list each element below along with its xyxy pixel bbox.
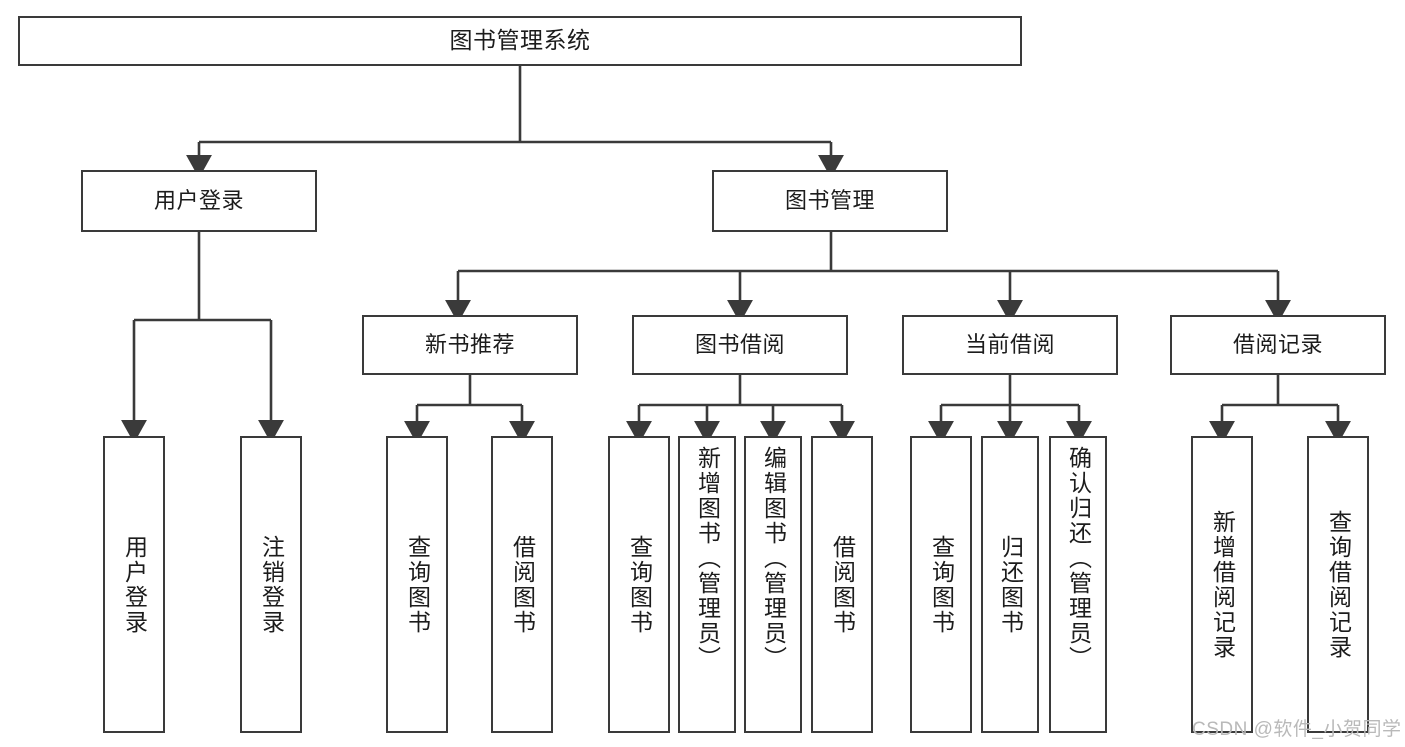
node-label: 当前借阅 xyxy=(964,331,1055,357)
leaf-user-login[interactable]: 用户登录 xyxy=(103,436,165,733)
node-label: 图书管理系统 xyxy=(449,27,591,54)
level2-user-login-connectors xyxy=(121,232,284,444)
level2-book-manage-connectors xyxy=(445,232,1291,324)
leaf-query-book-current[interactable]: 查询图书 xyxy=(910,436,972,733)
borrow-record-connectors xyxy=(1209,375,1351,445)
leaf-edit-book-admin[interactable]: 编辑图书（管理员） xyxy=(744,436,802,733)
current-borrow-connectors xyxy=(928,375,1092,445)
csdn-watermark: CSDN @软件_小贺同学 xyxy=(1192,719,1402,740)
node-label: 查询图书 xyxy=(404,534,431,635)
node-label: 归还图书 xyxy=(997,534,1024,635)
leaf-query-book-new[interactable]: 查询图书 xyxy=(386,436,448,733)
node-new-book-recommend[interactable]: 新书推荐 xyxy=(362,315,578,375)
node-label: 借阅图书 xyxy=(509,534,536,635)
node-label: 注销登录 xyxy=(258,534,285,635)
leaf-query-borrow-record[interactable]: 查询借阅记录 xyxy=(1307,436,1369,733)
book-borrow-connectors xyxy=(626,375,855,445)
leaf-confirm-return-admin[interactable]: 确认归还（管理员） xyxy=(1049,436,1107,733)
node-label: 图书借阅 xyxy=(694,331,785,357)
node-label: 查询借阅记录 xyxy=(1325,509,1352,660)
node-label: 新增图书（管理员） xyxy=(694,446,721,671)
leaf-borrow-book-new[interactable]: 借阅图书 xyxy=(491,436,553,733)
new-book-connectors xyxy=(404,375,535,445)
node-label: 用户登录 xyxy=(153,187,244,213)
node-book-borrow[interactable]: 图书借阅 xyxy=(632,315,848,375)
node-label: 新书推荐 xyxy=(424,331,515,357)
leaf-add-book-admin[interactable]: 新增图书（管理员） xyxy=(678,436,736,733)
node-label: 借阅记录 xyxy=(1232,331,1323,357)
node-label: 用户登录 xyxy=(121,534,148,635)
node-book-management[interactable]: 图书管理 xyxy=(712,170,948,232)
node-label: 新增借阅记录 xyxy=(1209,509,1236,660)
node-label: 查询图书 xyxy=(626,534,653,635)
leaf-borrow-book[interactable]: 借阅图书 xyxy=(811,436,873,733)
leaf-logout[interactable]: 注销登录 xyxy=(240,436,302,733)
node-root-book-management-system[interactable]: 图书管理系统 xyxy=(18,16,1022,66)
node-user-login[interactable]: 用户登录 xyxy=(81,170,317,232)
node-label: 确认归还（管理员） xyxy=(1065,446,1092,671)
node-label: 借阅图书 xyxy=(829,534,856,635)
node-current-borrow[interactable]: 当前借阅 xyxy=(902,315,1118,375)
node-borrow-record[interactable]: 借阅记录 xyxy=(1170,315,1386,375)
node-label: 编辑图书（管理员） xyxy=(760,446,787,671)
node-label: 查询图书 xyxy=(928,534,955,635)
leaf-return-book[interactable]: 归还图书 xyxy=(981,436,1039,733)
leaf-add-borrow-record[interactable]: 新增借阅记录 xyxy=(1191,436,1253,733)
root-to-level2-connectors xyxy=(186,66,844,179)
node-label: 图书管理 xyxy=(784,187,875,213)
leaf-query-book-borrow[interactable]: 查询图书 xyxy=(608,436,670,733)
